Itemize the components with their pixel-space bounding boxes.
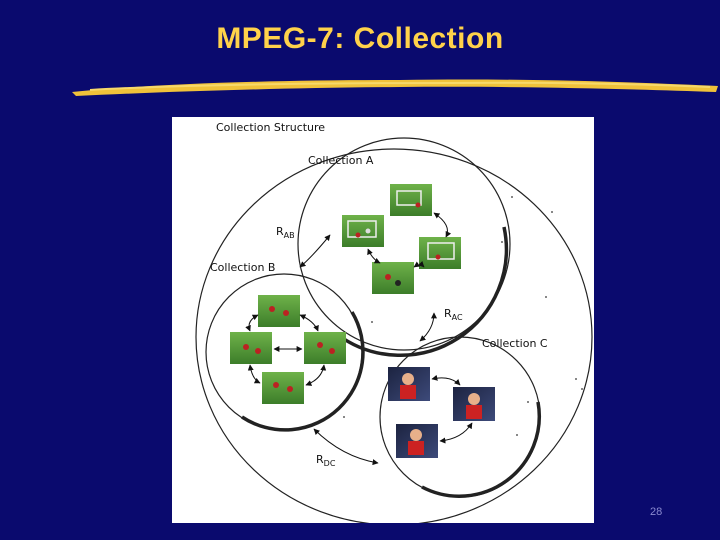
thumbnail-c2 bbox=[453, 387, 495, 421]
collection-a-circle bbox=[297, 137, 511, 351]
arrow-c2-c3 bbox=[439, 422, 473, 444]
arrow-a1-a3 bbox=[433, 212, 452, 238]
collection-a-label: Collection A bbox=[308, 154, 374, 167]
arrow-a2-a4 bbox=[367, 248, 381, 264]
collection-c-shadow bbox=[421, 401, 542, 498]
relation-dc-label: RDC bbox=[316, 453, 336, 468]
arrow-b2-b4 bbox=[247, 364, 261, 384]
relation-arrow-dc bbox=[313, 428, 379, 466]
relation-arrow-ac bbox=[419, 312, 437, 342]
thumbnail-a3 bbox=[419, 237, 461, 269]
arrow-b3-b4 bbox=[305, 364, 327, 386]
arrow-b1-b3 bbox=[299, 314, 319, 332]
collection-a-shadow bbox=[336, 226, 509, 358]
collection-b-shadow bbox=[241, 311, 365, 432]
thumbnail-a1 bbox=[390, 184, 432, 216]
arrow-b1-b2 bbox=[245, 314, 259, 332]
ellipsis-marks bbox=[343, 196, 583, 436]
relation-ac-label: RAC bbox=[444, 307, 463, 322]
figure-heading: Collection Structure bbox=[216, 121, 325, 134]
collection-structure-figure: Collection Structure Collection A Collec… bbox=[172, 117, 594, 523]
collection-c-label: Collection C bbox=[482, 337, 548, 350]
thumbnail-a2 bbox=[342, 215, 384, 247]
relation-arrow-ab bbox=[299, 234, 331, 268]
thumbnail-b1 bbox=[258, 295, 300, 327]
thumbnail-c3 bbox=[396, 424, 438, 458]
slide-title: MPEG-7: Collection bbox=[216, 22, 504, 55]
title-underline bbox=[72, 79, 718, 96]
collection-b-label: Collection B bbox=[210, 261, 275, 274]
relation-ab-label: RAB bbox=[276, 225, 295, 240]
arrow-c1-c2 bbox=[431, 374, 461, 386]
arrow-a4-a3 bbox=[413, 261, 425, 268]
thumbnail-b3 bbox=[304, 332, 346, 364]
thumbnail-b2 bbox=[230, 332, 272, 364]
thumbnail-a4 bbox=[372, 262, 414, 294]
thumbnail-b4 bbox=[262, 372, 304, 404]
page-number: 28 bbox=[650, 506, 663, 518]
thumbnail-c1 bbox=[388, 367, 430, 401]
outer-collection-circle bbox=[195, 148, 593, 523]
